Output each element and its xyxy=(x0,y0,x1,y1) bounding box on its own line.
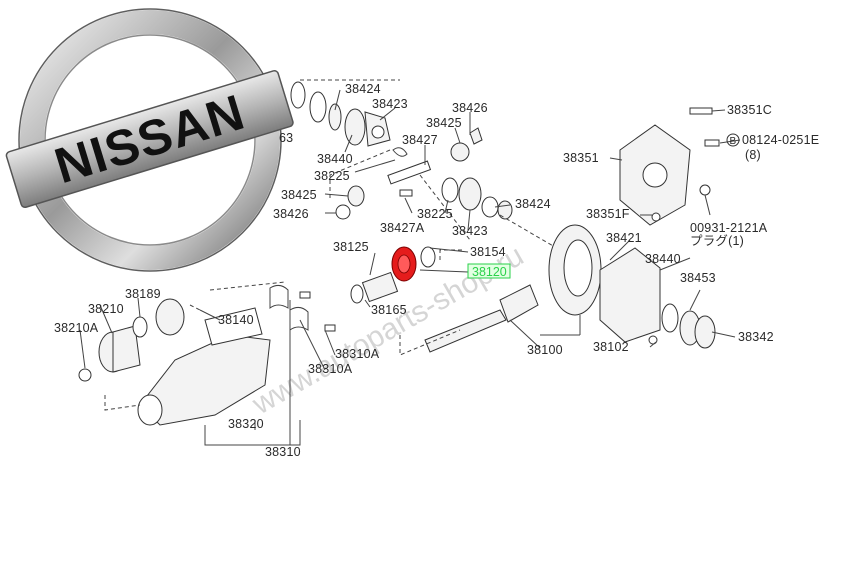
label-38423[interactable]: 38423 xyxy=(372,97,408,111)
pinion-assembly xyxy=(350,224,602,353)
label-38225-b[interactable]: 38225 xyxy=(417,207,453,221)
label-38342[interactable]: 38342 xyxy=(738,330,774,344)
label-38154[interactable]: 38154 xyxy=(470,245,506,259)
part-number-labels: 38424 38423 38426 38425 38427 63 38440 3… xyxy=(54,82,819,459)
label-38210[interactable]: 38210 xyxy=(88,302,124,316)
label-38423-b[interactable]: 38423 xyxy=(452,224,488,238)
label-38424-b[interactable]: 38424 xyxy=(515,197,551,211)
label-08124-qty: (8) xyxy=(745,148,761,162)
label-38426-b[interactable]: 38426 xyxy=(273,207,309,221)
label-38225[interactable]: 38225 xyxy=(314,169,350,183)
label-38440-b[interactable]: 38440 xyxy=(645,252,681,266)
label-38351F[interactable]: 38351F xyxy=(586,207,630,221)
label-38102[interactable]: 38102 xyxy=(593,340,629,354)
label-38453[interactable]: 38453 xyxy=(680,271,716,285)
nissan-logo: NISSAN xyxy=(5,8,294,272)
label-plug-qty: プラグ(1) xyxy=(690,234,744,248)
label-38320[interactable]: 38320 xyxy=(228,417,264,431)
label-38120[interactable]: 38120 xyxy=(472,265,507,279)
label-38210A[interactable]: 38210A xyxy=(54,321,99,335)
label-38140[interactable]: 38140 xyxy=(218,313,254,327)
differential-gears-top xyxy=(290,81,513,220)
label-38440[interactable]: 38440 xyxy=(317,152,353,166)
label-38425-b[interactable]: 38425 xyxy=(281,188,317,202)
label-38100[interactable]: 38100 xyxy=(527,343,563,357)
label-38424[interactable]: 38424 xyxy=(345,82,381,96)
label-38125[interactable]: 38125 xyxy=(333,240,369,254)
label-38421[interactable]: 38421 xyxy=(606,231,642,245)
highlighted-bearing-38120[interactable] xyxy=(391,246,417,282)
rear-cover xyxy=(619,107,720,226)
label-38189[interactable]: 38189 xyxy=(125,287,161,301)
label-38425[interactable]: 38425 xyxy=(426,116,462,130)
label-38427A[interactable]: 38427A xyxy=(380,221,425,235)
label-38351[interactable]: 38351 xyxy=(563,151,599,165)
label-38310A-b[interactable]: 38310A xyxy=(308,362,353,376)
differential-case xyxy=(599,247,716,349)
label-00931-2121A[interactable]: 00931-2121A xyxy=(690,221,768,235)
highlighted-label-38120[interactable]: 38120 xyxy=(467,263,511,279)
label-38310[interactable]: 38310 xyxy=(265,445,301,459)
label-38310A[interactable]: 38310A xyxy=(335,347,380,361)
label-38165[interactable]: 38165 xyxy=(371,303,407,317)
carrier-housing xyxy=(78,284,336,426)
label-bolt-type-marker: B xyxy=(730,136,737,147)
label-38351C[interactable]: 38351C xyxy=(727,103,772,117)
label-08124-0251E[interactable]: 08124-0251E xyxy=(742,133,819,147)
logo-wordmark: NISSAN xyxy=(48,84,251,195)
label-38427[interactable]: 38427 xyxy=(402,133,438,147)
label-63: 63 xyxy=(279,131,293,145)
leader-lines xyxy=(79,89,741,430)
label-38426[interactable]: 38426 xyxy=(452,101,488,115)
